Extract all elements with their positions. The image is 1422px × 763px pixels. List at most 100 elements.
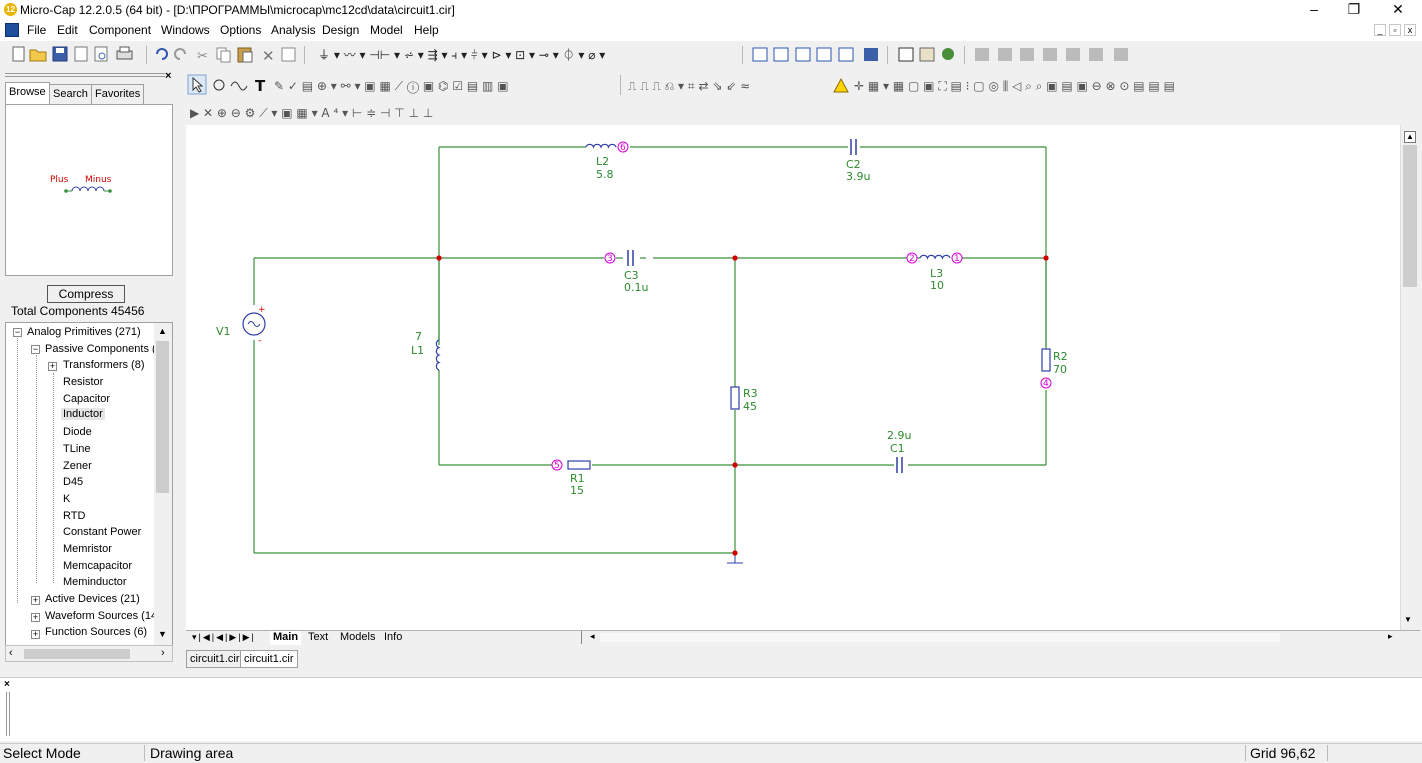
- tab-main[interactable]: Main: [270, 631, 302, 645]
- open-icon[interactable]: [29, 49, 47, 62]
- menu-options[interactable]: Options: [220, 23, 262, 37]
- sheet-nav-icons[interactable]: ▾|◀|◀|▶|▶|: [192, 632, 256, 642]
- panel-grip[interactable]: [5, 73, 165, 77]
- menu-file[interactable]: File: [27, 23, 47, 37]
- menu-model[interactable]: Model: [370, 23, 403, 37]
- undo-icon[interactable]: [156, 48, 168, 60]
- tree-item-passive-components[interactable]: Passive Components (: [45, 343, 156, 355]
- component-l1[interactable]: 7 L1: [411, 330, 441, 371]
- mdi-minimize-button[interactable]: _: [1374, 24, 1386, 36]
- tree-item-function-sources[interactable]: Function Sources (6): [45, 626, 148, 638]
- tree-item-resistor[interactable]: Resistor: [63, 376, 104, 388]
- component-l2[interactable]: L2 5.8: [585, 143, 617, 181]
- tree-item-meminductor[interactable]: Meminductor: [63, 576, 127, 588]
- menu-edit[interactable]: Edit: [57, 23, 78, 37]
- tab-models[interactable]: Models: [340, 631, 376, 643]
- component-tools-group[interactable]: ⏚ ▾ 〰 ▾ ⊣⊢ ▾ ⩫ ▾ ⇶ ▾ ⫞ ▾ ⫩ ▾ ⊳ ▾ ⊡ ▾ ⊸ ▾…: [318, 47, 605, 62]
- tab-browse[interactable]: Browse: [5, 82, 50, 104]
- scroll-thumb[interactable]: [600, 633, 1280, 642]
- component-tools-2[interactable]: ✎ ✓ ▤ ⊕ ▾ ⚯ ▾ ▣ ▦ ⟋ ⓘ ▣ ⌬ ☑ ▤ ▥ ▣: [274, 79, 509, 93]
- tree-item-tline[interactable]: TLine: [63, 443, 91, 455]
- scroll-down-icon[interactable]: ▼: [158, 629, 167, 639]
- view-options-group[interactable]: [898, 47, 954, 62]
- pan-icon[interactable]: [213, 79, 225, 91]
- scroll-thumb[interactable]: [1403, 145, 1417, 287]
- menu-analysis[interactable]: Analysis: [271, 23, 316, 37]
- compress-button[interactable]: Compress: [47, 285, 125, 303]
- schematic-canvas[interactable]: L2 5.8 C2 3.9u C3 0.1u L3 10: [186, 125, 1400, 630]
- close-button[interactable]: ✕: [1392, 1, 1404, 17]
- tree-vertical-scrollbar[interactable]: ▲ ▼: [154, 323, 172, 645]
- save-icon[interactable]: [52, 46, 68, 62]
- menu-design[interactable]: Design: [322, 23, 360, 37]
- collapse-icon[interactable]: −: [13, 327, 22, 337]
- scroll-right-icon[interactable]: ▸: [1388, 631, 1393, 641]
- component-v1[interactable]: + - V1: [216, 305, 266, 346]
- tab-favorites[interactable]: Favorites: [91, 84, 145, 104]
- warning-icon[interactable]: [833, 77, 849, 93]
- tab-search[interactable]: Search: [49, 84, 92, 104]
- more-tools-group[interactable]: ✛ ▦ ▾ ▦ ▢ ▣ ⛶ ▤ ⁝ ▢ ◎ ⫼ ◁ ⌕ ⌕ ▣ ▤ ▣ ⊖ ⊗ …: [854, 79, 1175, 93]
- component-c2[interactable]: C2 3.9u: [846, 139, 870, 183]
- tree-item-k[interactable]: K: [63, 493, 71, 505]
- panel-close-icon[interactable]: ×: [165, 70, 172, 82]
- delete-icon[interactable]: ✕: [262, 47, 275, 65]
- tree-item-rtd[interactable]: RTD: [63, 510, 86, 522]
- tree-item-inductor[interactable]: Inductor: [61, 408, 105, 420]
- component-c1[interactable]: 2.9u C1: [887, 429, 911, 473]
- copy-icon[interactable]: [216, 47, 231, 63]
- collapse-icon[interactable]: −: [31, 344, 40, 354]
- component-l3[interactable]: L3 10: [919, 254, 951, 292]
- text-icon[interactable]: T: [255, 77, 266, 95]
- expand-icon[interactable]: +: [31, 595, 40, 605]
- scroll-down-icon[interactable]: ▼: [1404, 615, 1412, 624]
- tree-item-zener[interactable]: Zener: [63, 460, 92, 472]
- wire-icon[interactable]: [230, 81, 248, 91]
- output-grip[interactable]: [6, 692, 10, 736]
- tree-item-constant-power[interactable]: Constant Power: [63, 526, 142, 538]
- mdi-close-button[interactable]: x: [1404, 24, 1416, 36]
- tree-item-transformers[interactable]: Transformers (8): [63, 359, 145, 371]
- print-preview-icon[interactable]: [94, 46, 108, 62]
- tree-item-active-devices[interactable]: Active Devices (21): [45, 593, 140, 605]
- paste-icon[interactable]: [237, 47, 253, 63]
- tree-item-d45[interactable]: D45: [63, 476, 84, 488]
- display-options-group[interactable]: ⎍ ⎍ ⎍ ⎌ ▾ ⌗ ⇄ ⇘ ⇙ ≈: [628, 79, 750, 93]
- tree-item-memristor[interactable]: Memristor: [63, 543, 112, 555]
- tab-text[interactable]: Text: [308, 631, 329, 643]
- tree-item-capacitor[interactable]: Capacitor: [63, 393, 111, 405]
- tab-info[interactable]: Info: [384, 631, 403, 643]
- scroll-right-icon[interactable]: ›: [161, 647, 165, 659]
- scroll-thumb[interactable]: [24, 649, 130, 659]
- expand-icon[interactable]: +: [31, 612, 40, 622]
- scroll-left-icon[interactable]: ‹: [9, 647, 13, 659]
- new-icon[interactable]: [12, 46, 25, 62]
- tree-item-waveform-sources[interactable]: Waveform Sources (14: [45, 610, 158, 622]
- minimize-button[interactable]: –: [1310, 1, 1318, 17]
- output-close-icon[interactable]: ×: [4, 679, 10, 690]
- scroll-up-icon[interactable]: ▲: [158, 326, 167, 336]
- canvas-vertical-scrollbar[interactable]: ▲ ▼: [1400, 125, 1419, 630]
- cut-icon[interactable]: ✂: [197, 49, 208, 64]
- expand-icon[interactable]: +: [48, 361, 57, 371]
- scroll-up-icon[interactable]: ▲: [1404, 131, 1416, 143]
- tree-horizontal-scrollbar[interactable]: ‹ ›: [5, 645, 173, 662]
- maximize-button[interactable]: ❐: [1347, 1, 1361, 17]
- view-tools-row[interactable]: ▶ ✕ ⊕ ⊖ ⚙ ⟋ ▾ ▣ ▦ ▾ A ⁴ ▾ ⊢ ≑ ⊣ ⊤ ⊥ ⊥: [190, 106, 433, 120]
- redo-icon[interactable]: [174, 48, 186, 60]
- print-icon[interactable]: [116, 46, 133, 60]
- file-tab-active[interactable]: circuit1.cir: [240, 650, 298, 668]
- system-menu-icon[interactable]: [5, 23, 19, 37]
- close-file-icon[interactable]: [74, 46, 88, 62]
- menu-help[interactable]: Help: [414, 23, 439, 37]
- menu-component[interactable]: Component: [89, 23, 152, 37]
- component-c3[interactable]: C3 0.1u: [624, 250, 648, 294]
- select-icon[interactable]: [187, 74, 207, 95]
- scroll-left-icon[interactable]: ◂: [590, 631, 595, 641]
- window-layout-group[interactable]: [752, 47, 878, 62]
- component-r3[interactable]: R3 45: [730, 386, 758, 413]
- circuit-diagram[interactable]: L2 5.8 C2 3.9u C3 0.1u L3 10: [186, 125, 1400, 630]
- component-r2[interactable]: R2 70: [1041, 348, 1068, 376]
- component-r1[interactable]: R1 15: [567, 460, 591, 497]
- scroll-thumb[interactable]: [156, 341, 169, 493]
